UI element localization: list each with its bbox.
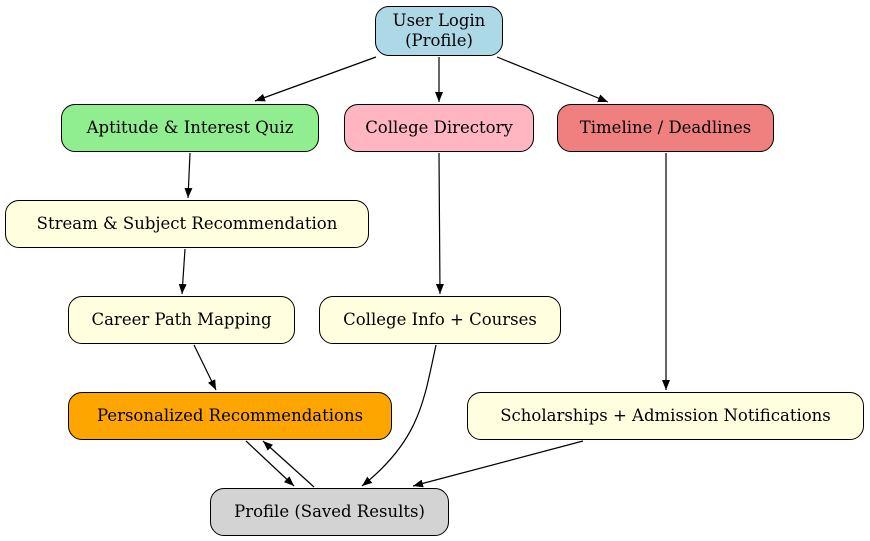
node-stream-subject-recommendation-label: Stream & Subject Recommendation (36, 214, 338, 233)
node-college-directory[interactable]: College Directory (344, 104, 534, 152)
edge-login-to-timeline (496, 56, 609, 103)
edge-college_info-to-profile (361, 344, 437, 487)
node-career-path-mapping[interactable]: Career Path Mapping (68, 296, 295, 344)
edge-quiz-to-stream (184, 152, 193, 199)
node-aptitude-interest-quiz[interactable]: Aptitude & Interest Quiz (61, 104, 319, 152)
node-aptitude-interest-quiz-label: Aptitude & Interest Quiz (86, 118, 294, 137)
node-college-info-courses[interactable]: College Info + Courses (319, 296, 561, 344)
node-personalized-recommendations[interactable]: Personalized Recommendations (68, 392, 392, 440)
node-profile-saved-results[interactable]: Profile (Saved Results) (210, 488, 449, 536)
node-profile-saved-results-label: Profile (Saved Results) (234, 502, 425, 521)
node-timeline-deadlines-label: Timeline / Deadlines (579, 118, 752, 137)
edge-profile-to-personalized (262, 440, 315, 488)
edge-personalized-to-profile (245, 440, 295, 487)
node-college-directory-label: College Directory (365, 118, 513, 137)
edge-login-to-quiz (254, 56, 377, 102)
node-career-path-mapping-label: Career Path Mapping (91, 310, 272, 329)
node-college-info-courses-label: College Info + Courses (343, 310, 537, 329)
edge-career-to-personalized (193, 344, 217, 391)
node-stream-subject-recommendation[interactable]: Stream & Subject Recommendation (5, 200, 369, 248)
node-user-login-label: User Login (Profile) (392, 11, 486, 50)
node-timeline-deadlines[interactable]: Timeline / Deadlines (557, 104, 774, 152)
node-user-login[interactable]: User Login (Profile) (375, 6, 503, 56)
edge-scholarships-to-profile (412, 440, 584, 488)
node-scholarships-admission-notifications-label: Scholarships + Admission Notifications (500, 406, 831, 425)
node-scholarships-admission-notifications[interactable]: Scholarships + Admission Notifications (467, 392, 864, 440)
edge-stream-to-career (178, 248, 187, 295)
node-personalized-recommendations-label: Personalized Recommendations (96, 406, 364, 425)
edge-directory-to-college_info (435, 152, 444, 295)
